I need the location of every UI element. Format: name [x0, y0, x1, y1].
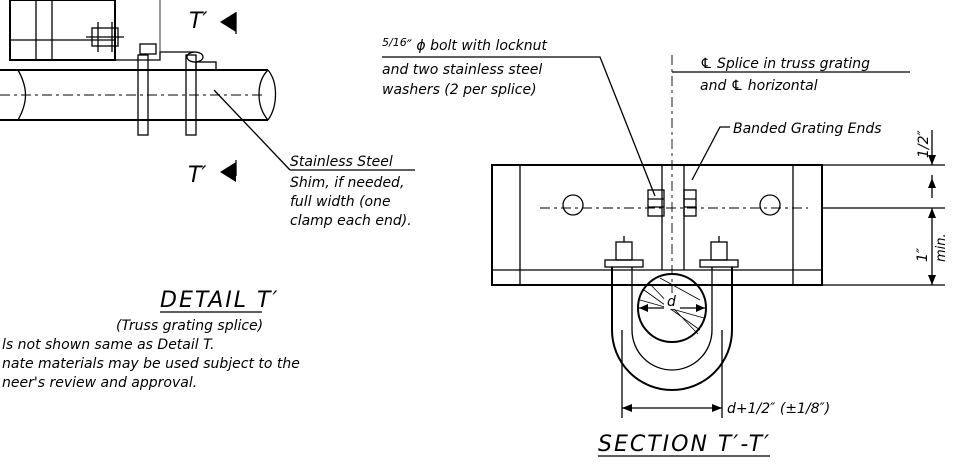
one-inch-label: 1″: [915, 247, 931, 262]
detail-title-block: DETAIL T′ (Truss grating splice) ls not …: [2, 288, 300, 391]
grating-plate: [491, 164, 823, 286]
u-bolt-nut-right: [710, 241, 728, 261]
washer: [186, 51, 204, 63]
section-arrow-bottom-icon: [220, 162, 236, 182]
banded-leader: [691, 126, 730, 181]
clamp-rod-right: [185, 54, 197, 136]
svg-text:Shim, if needed,: Shim, if needed,: [290, 175, 404, 191]
shim-label: Stainless Steel Shim, if needed, full wi…: [290, 154, 412, 229]
shim: [195, 61, 217, 71]
detail-note-3: neer's review and approval.: [2, 375, 197, 391]
grating-block: [9, 0, 116, 61]
grating-hole-right: [759, 194, 781, 216]
svg-text:5/16″ ϕ bolt with locknut: 5/16″ ϕ bolt with locknut: [382, 36, 548, 54]
half-inch-label: 1/2″: [916, 129, 932, 158]
bolt-leader: [382, 56, 656, 197]
section-t-prime-view: d d+1/2″ (±1/8″) 1/2″ 1″ min.: [382, 55, 949, 418]
section-title-block: SECTION T′-T′: [598, 432, 771, 457]
detail-subtitle: (Truss grating splice): [116, 318, 263, 334]
detail-note-1: ls not shown same as Detail T.: [2, 337, 214, 353]
svg-text:clamp each end).: clamp each end).: [290, 213, 412, 229]
banded-grating-label: Banded Grating Ends: [733, 121, 882, 137]
detail-t-prime-view: T′ T′: [0, 0, 415, 188]
svg-text:and two stainless steel: and two stainless steel: [382, 62, 542, 78]
svg-text:℄ Splice in truss grating: ℄ Splice in truss grating: [700, 56, 870, 72]
section-mark-top: T′: [189, 9, 207, 34]
section-arrow-top-icon: [220, 12, 236, 32]
banded-grating-ends: [661, 165, 685, 270]
dim-extension-lines: [822, 164, 945, 209]
u-bolt-outer: [611, 267, 733, 391]
u-bolt-inner: [631, 267, 713, 371]
svg-text:and ℄ horizontal: and ℄ horizontal: [700, 78, 818, 94]
section-title: SECTION T′-T′: [598, 432, 771, 457]
grating-hole-left: [562, 194, 584, 216]
pipe-section: [637, 273, 707, 343]
section-mark-bottom: T′: [188, 163, 206, 188]
width-dimension-label: d+1/2″ (±1/8″): [727, 401, 830, 417]
bolt-locknut: [647, 189, 665, 217]
clamp-rod-left: [137, 54, 149, 136]
pipe-diameter-label: d: [667, 294, 676, 310]
min-label: min.: [934, 233, 949, 262]
width-extension-lines: [621, 330, 723, 418]
bolt-label: 5/16″ ϕ bolt with locknut and two stainl…: [382, 36, 548, 98]
centerline-label: ℄ Splice in truss grating and ℄ horizont…: [700, 56, 870, 94]
u-bolt-nut-left: [615, 241, 633, 261]
svg-text:full width (one: full width (one: [290, 194, 391, 210]
pipe-break: [258, 69, 269, 121]
detail-note-2: nate materials may be used subject to th…: [2, 356, 300, 372]
shim-leader: [213, 89, 291, 171]
detail-title: DETAIL T′: [160, 288, 279, 313]
plate-inner-edges: [519, 165, 794, 285]
svg-text:Stainless Steel: Stainless Steel: [290, 154, 393, 170]
svg-text:washers (2 per splice): washers (2 per splice): [382, 82, 537, 98]
